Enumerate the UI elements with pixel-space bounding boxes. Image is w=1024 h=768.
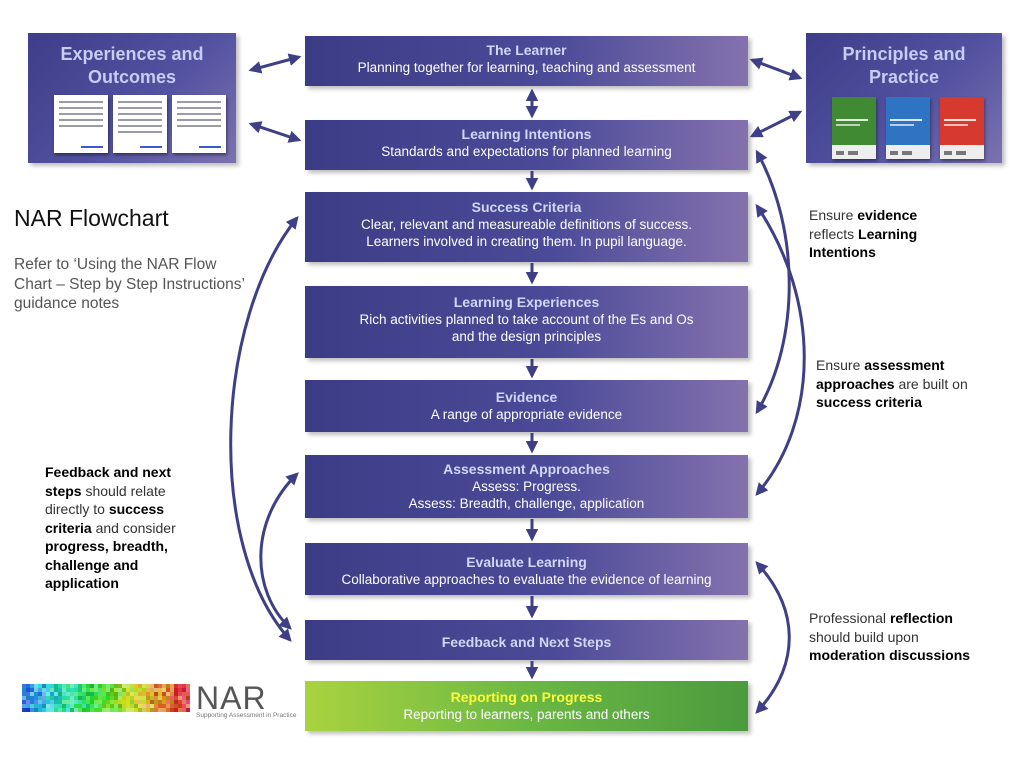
note-emphasis: success criteria — [816, 394, 922, 410]
step-assessment-approaches: Assessment Approaches Assess: Progress. … — [305, 455, 748, 518]
step-description: Planning together for learning, teaching… — [357, 60, 696, 75]
note-assessment: Ensure assessment approaches are built o… — [816, 356, 976, 412]
note-text: reflects — [809, 225, 859, 242]
outcome-document-2 — [113, 95, 167, 153]
nar-logo-tagline: Supporting Assessment in Practice — [196, 712, 297, 719]
page-subtitle: Refer to ‘Using the NAR Flow Chart – Ste… — [14, 256, 245, 312]
step-evidence: Evidence A range of appropriate evidence — [305, 380, 748, 432]
note-text: are built on — [894, 375, 968, 392]
nar-logo: NAR — [196, 680, 267, 716]
note-text: should build upon — [809, 628, 919, 645]
note-emphasis: success criteria — [45, 501, 165, 536]
step-title: The Learner — [486, 42, 567, 58]
curve-assessment-to-feedback — [259, 472, 299, 630]
step-description-line-2: and the design principles — [451, 329, 602, 344]
step-learning-intentions: Learning Intentions Standards and expect… — [305, 120, 748, 170]
step-evaluate-learning: Evaluate Learning Collaborative approach… — [305, 543, 748, 595]
step-description: A range of appropriate evidence — [430, 407, 623, 422]
step-description-line-1: Clear, relevant and measureable definiti… — [361, 217, 692, 232]
step-description-line-2: Assess: Breadth, challenge, application — [408, 496, 645, 511]
step-reporting-on-progress: Reporting on Progress Reporting to learn… — [305, 681, 748, 731]
page-title: NAR Flowchart — [14, 205, 169, 231]
step-description: Collaborative approaches to evaluate the… — [341, 572, 712, 587]
experiences-outcomes-title: Experiences and Outcomes — [60, 44, 204, 87]
step-description-line-1: Assess: Progress. — [472, 479, 581, 494]
principles-practice-title: Principles and Practice — [842, 44, 966, 87]
step-title: Reporting on Progress — [450, 689, 603, 705]
experiences-outcomes-panel: Experiences and Outcomes — [28, 33, 236, 163]
step-description-line-1: Rich activities planned to take account … — [359, 312, 694, 327]
step-title: Assessment Approaches — [443, 461, 610, 477]
step-description-line-2: Learners involved in creating them. In p… — [366, 234, 687, 249]
arrow-outcomes-learner — [248, 53, 302, 74]
arrow-practice-intentions — [749, 110, 803, 138]
note-text: and consider — [91, 519, 176, 536]
step-title: Success Criteria — [471, 199, 582, 215]
step-the-learner: The Learner Planning together for learni… — [305, 36, 748, 86]
note-emphasis: Feedback and next steps — [45, 464, 172, 499]
step-description: Standards and expectations for planned l… — [381, 144, 672, 159]
note-reflection: Professional reflection should build upo… — [809, 609, 979, 665]
red-book-icon — [940, 97, 984, 159]
green-book-icon — [832, 97, 876, 159]
arrow-outcomes-intentions — [248, 121, 302, 143]
curve-success-to-assessment — [755, 203, 806, 496]
step-learning-experiences: Learning Experiences Rich activities pla… — [305, 286, 748, 358]
arrow-practice-learner — [749, 57, 803, 81]
note-emphasis: progress, breadth, challenge and applica… — [45, 538, 168, 591]
note-text: should relate directly to — [45, 482, 166, 518]
note-emphasis: evidence — [857, 207, 918, 223]
step-description: Reporting to learners, parents and other… — [403, 707, 650, 722]
outcome-document-1 — [54, 95, 108, 153]
note-emphasis: reflection — [889, 610, 953, 626]
step-success-criteria: Success Criteria Clear, relevant and mea… — [305, 192, 748, 262]
note-evidence: Ensure evidence reflects Learning Intent… — [809, 206, 959, 262]
note-text: Ensure — [816, 357, 865, 373]
note-emphasis: Learning Intentions — [809, 225, 918, 261]
outcome-document-3 — [172, 95, 226, 153]
curve-intentions-to-evidence — [755, 149, 791, 415]
note-emphasis: assessment approaches — [816, 357, 945, 392]
step-title: Feedback and Next Steps — [441, 634, 612, 650]
note-feedback: Feedback and next steps should relate di… — [45, 463, 205, 593]
step-title: Learning Experiences — [453, 294, 600, 310]
step-title: Learning Intentions — [461, 126, 592, 142]
step-title: Evidence — [495, 389, 558, 405]
note-emphasis: moderation discussions — [809, 647, 971, 663]
blue-book-icon — [886, 97, 930, 159]
nar-logo-mosaic-icon — [22, 684, 190, 712]
note-text: Professional — [809, 610, 890, 626]
step-feedback-next-steps: Feedback and Next Steps — [305, 620, 748, 660]
principles-practice-panel: Principles and Practice — [806, 33, 1002, 163]
curve-evaluate-to-reporting — [755, 561, 791, 714]
curve-success-to-feedback — [229, 216, 299, 642]
step-title: Evaluate Learning — [466, 554, 587, 570]
note-text: Ensure — [809, 207, 858, 223]
